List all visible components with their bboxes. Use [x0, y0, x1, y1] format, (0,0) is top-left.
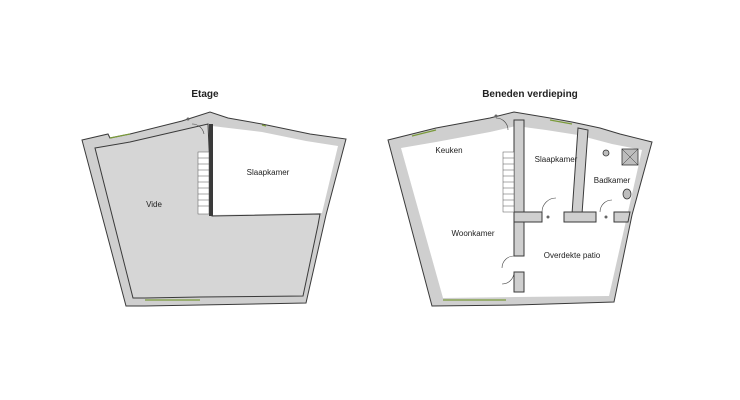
upper-stair: [197, 151, 210, 215]
upper-window-2: [261, 124, 267, 127]
upper-marker: [186, 117, 190, 121]
upper-window-1: [109, 133, 131, 139]
ground-floor-title: Beneden verdieping: [482, 89, 578, 100]
upper-door-swing: [191, 123, 205, 135]
ground-window-2: [549, 119, 573, 125]
ground-marker-3: [604, 215, 608, 219]
ground-room-badkamer: Badkamer: [594, 176, 631, 185]
ground-room-slaapkamer: Slaapkamer: [535, 155, 578, 164]
ground-window-1: [411, 129, 437, 137]
ground-door-5: [501, 271, 515, 285]
ground-floor-plan: Beneden verdieping: [387, 89, 653, 307]
upper-floor-plan: Etage Vide Slaapkamer: [81, 89, 347, 307]
ground-door-4: [501, 255, 515, 269]
ground-room-keuken: Keuken: [435, 146, 462, 155]
ground-room-patio: Overdekte patio: [544, 251, 601, 260]
sink-icon: [622, 188, 632, 200]
upper-room-slaapkamer: Slaapkamer: [247, 168, 290, 177]
upper-room-vide: Vide: [146, 200, 162, 209]
bathroom-fixtures: [602, 148, 639, 200]
ground-room-woonkamer: Woonkamer: [452, 229, 495, 238]
ground-door-3: [599, 199, 613, 213]
ground-internal-walls: [513, 119, 631, 293]
ground-stair: [502, 151, 515, 213]
ground-marker-1: [494, 114, 498, 118]
upper-partition-wall: [209, 124, 213, 216]
ground-door-1: [495, 117, 509, 131]
upper-bedroom-area: [212, 126, 338, 215]
ground-marker-2: [546, 215, 550, 219]
toilet-icon: [602, 149, 610, 157]
ground-door-2: [541, 197, 557, 213]
upper-floor-title: Etage: [191, 89, 219, 100]
